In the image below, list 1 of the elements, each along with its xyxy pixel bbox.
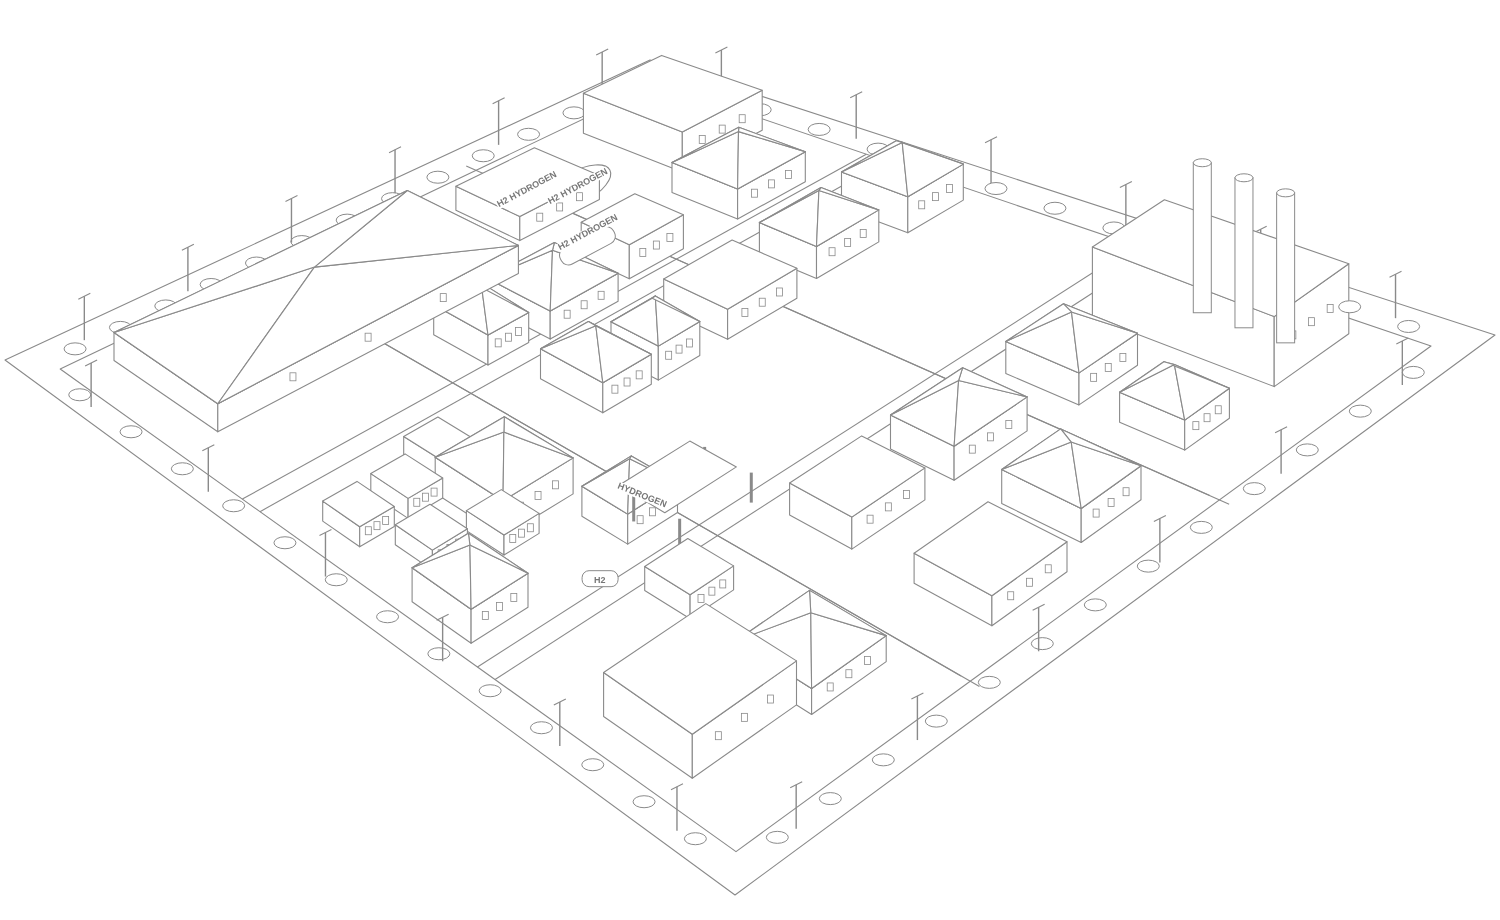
- sign-label: H2: [593, 576, 607, 586]
